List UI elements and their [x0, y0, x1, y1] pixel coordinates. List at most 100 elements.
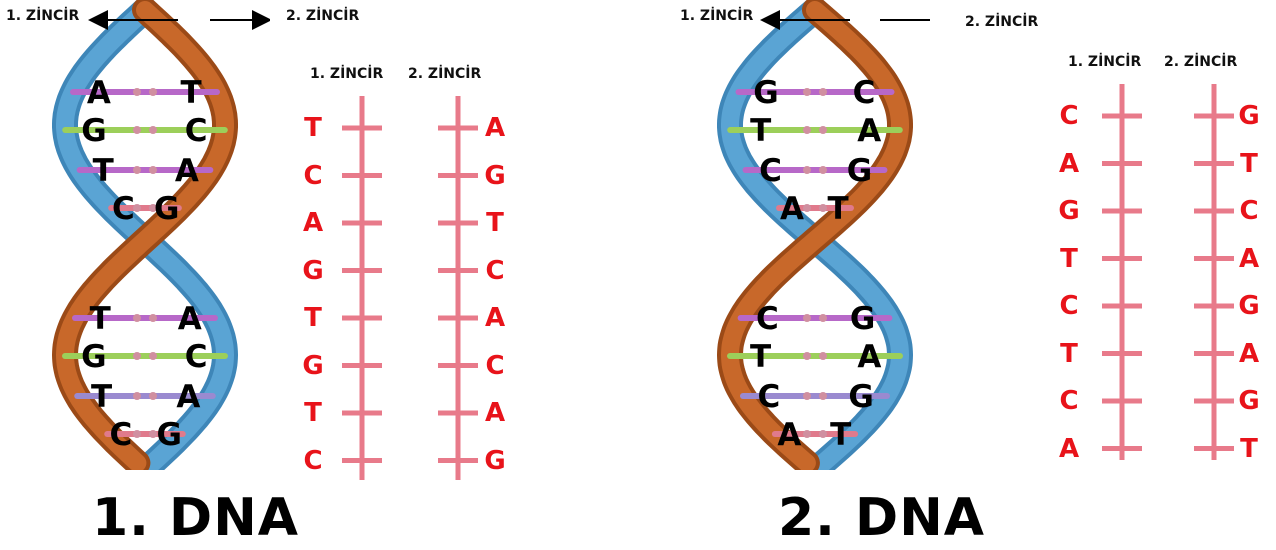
strand-1-base: C [1059, 291, 1079, 321]
rung-bead [133, 126, 141, 134]
rung-bead [803, 166, 811, 174]
rung-bead [803, 352, 811, 360]
helix-base-right: A [178, 301, 202, 337]
strand-2-base: C [485, 255, 505, 286]
helix-base-right: A [857, 113, 881, 149]
dna-title: 1. DNA [92, 488, 299, 548]
rung-bead [149, 88, 157, 96]
helix-base-right: T [827, 191, 848, 227]
strand-1-base: T [304, 303, 322, 333]
strand-2-base: G [1238, 386, 1260, 416]
helix-base-left: A [87, 75, 111, 111]
ladder-header-strand-1: 1. ZİNCİR [310, 66, 384, 82]
ladder-lines [342, 96, 478, 480]
strand-1-base: A [1058, 433, 1080, 464]
helix-base-left: T [93, 153, 114, 189]
rung-bead [133, 314, 141, 322]
strand-1-base: T [1060, 243, 1078, 274]
helix-base-right: G [154, 191, 179, 227]
rung-bead [819, 88, 827, 96]
ladder-header-strand-1: 1. ZİNCİR [1068, 54, 1142, 70]
ladder-header-strand-2: 2. ZİNCİR [1164, 54, 1238, 70]
helix-base-left: T [750, 113, 771, 149]
ladder-header-strand-2: 2. ZİNCİR [408, 66, 482, 82]
strand-1-base: T [304, 398, 322, 428]
rung-bead [133, 392, 141, 400]
strand-1-ribbon-highlight [720, 1, 909, 470]
helix-base-right: G [850, 301, 875, 337]
strand-2-base: G [1238, 101, 1260, 131]
helix-base-right: C [185, 113, 208, 149]
helix-base-left: G [753, 75, 778, 111]
helix-base-left: C [112, 191, 135, 227]
helix-base-left: A [777, 417, 801, 453]
rung-bead [819, 204, 827, 212]
helix-base-left: G [81, 113, 106, 149]
rung-bead [149, 352, 157, 360]
strand-1-ribbon-highlight [55, 1, 234, 470]
helix-base-left: T [90, 301, 111, 337]
rung-bead [133, 430, 141, 438]
strand-1-base: C [1059, 101, 1079, 131]
strand-1-base: G [302, 255, 324, 286]
rung-bead [149, 314, 157, 322]
strand-1-base: C [1059, 386, 1079, 416]
rung-bead [149, 126, 157, 134]
strand-2-base: T [1240, 148, 1258, 179]
rung-bead [149, 430, 157, 438]
rung-bead [803, 88, 811, 96]
strand-2-base: T [486, 208, 504, 238]
rung-bead [803, 204, 811, 212]
strand-2-base: G [484, 445, 506, 476]
rung-bead [803, 314, 811, 322]
strand-1-base: A [1058, 148, 1080, 179]
helix-base-right: A [175, 153, 199, 189]
helix-base-right: C [185, 339, 208, 375]
rung-bead [819, 352, 827, 360]
strand-1-base: A [302, 208, 324, 238]
rung-bead [133, 204, 141, 212]
strand-1-base: G [1058, 196, 1080, 226]
strand-1-base: C [303, 160, 323, 191]
strand-2-base: A [484, 113, 506, 143]
rung-bead [133, 166, 141, 174]
rung-bead [819, 166, 827, 174]
strand-2-base: A [1238, 243, 1260, 274]
helix-base-left: C [759, 153, 782, 189]
strand-2-label: 2. ZİNCİR [286, 8, 360, 24]
helix-base-left: C [758, 379, 781, 415]
strand-1-base: C [303, 445, 323, 476]
helix-base-right: T [181, 75, 202, 111]
ladder-lines [1102, 84, 1234, 460]
strand-2-base: G [484, 160, 506, 191]
rung-bead [149, 392, 157, 400]
strand-2-base: G [1238, 291, 1260, 321]
strand-2-label: 2. ZİNCİR [965, 14, 1039, 30]
strand-1-label: 1. ZİNCİR [6, 8, 80, 24]
rung-bead [819, 314, 827, 322]
strand-2-base: A [484, 398, 506, 428]
strand-2-base: C [485, 350, 505, 381]
helix-base-left: T [750, 339, 771, 375]
dna-title: 2. DNA [778, 488, 985, 548]
helix-base-right: A [857, 339, 881, 375]
helix-base-right: C [853, 75, 876, 111]
rung-bead [819, 392, 827, 400]
rung-bead [133, 88, 141, 96]
helix-base-right: G [847, 153, 872, 189]
strand-2-base: C [1239, 196, 1259, 226]
strand-2-base: A [1238, 338, 1260, 369]
rung-bead [149, 204, 157, 212]
rung-bead [819, 126, 827, 134]
helix-base-left: C [756, 301, 779, 337]
helix-base-left: G [81, 339, 106, 375]
rung-bead [803, 430, 811, 438]
rung-bead [803, 392, 811, 400]
strand-1-base: G [302, 350, 324, 381]
strand-1-base: T [304, 113, 322, 143]
helix-base-right: G [848, 379, 873, 415]
